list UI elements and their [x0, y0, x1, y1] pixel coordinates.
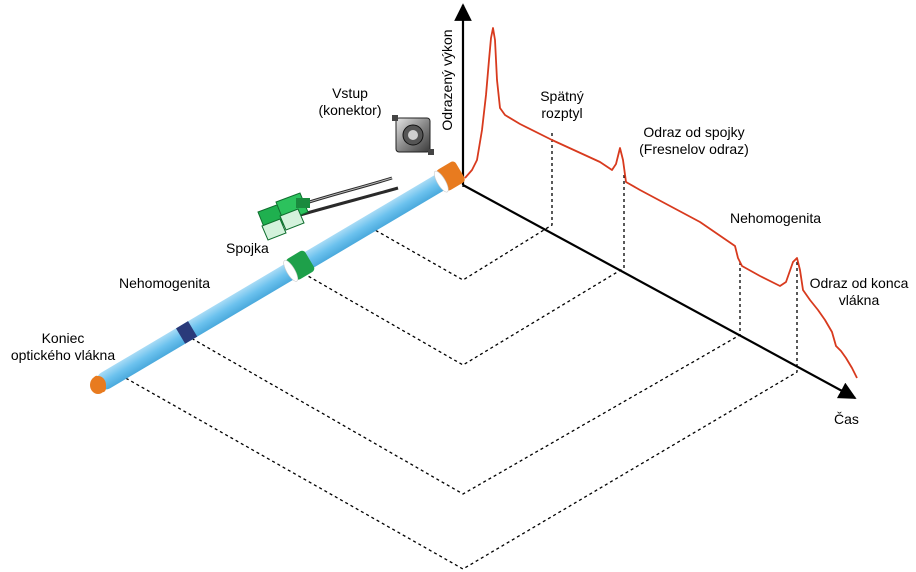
projection-lines	[121, 133, 798, 570]
splice-reflection-line2: (Fresnelov odraz)	[639, 141, 749, 157]
x-axis-label: Čas	[834, 411, 859, 427]
end-reflection-line2: vlákna	[838, 292, 880, 308]
x-axis	[462, 184, 857, 399]
otdr-trace	[464, 27, 858, 379]
fiber-inhomogeneity-band	[176, 321, 198, 344]
fiber-end-label: Koniec optického vlákna	[0, 330, 126, 364]
input-connector-label: Vstup (konektor)	[300, 85, 400, 119]
projection-backscatter	[374, 133, 553, 281]
fiber-end-line1: Koniec	[41, 330, 85, 346]
splice-reflection-label: Odraz od spojky (Fresnelov odraz)	[624, 124, 764, 158]
fiber-end-tip	[90, 376, 106, 394]
projection-inhomogeneity	[183, 262, 741, 495]
splice-reflection-line1: Odraz od spojky	[643, 124, 745, 140]
backscatter-line2: rozptyl	[541, 105, 583, 121]
backscatter-label: Spätný rozptyl	[522, 88, 602, 122]
inhomogeneity-trace-label: Nehomogenita	[730, 210, 822, 226]
input-label-line1: Vstup	[332, 85, 368, 101]
input-connector-icon	[392, 115, 434, 155]
end-reflection-label: Odraz od konca vlákna	[803, 275, 915, 309]
end-reflection-line1: Odraz od konca	[809, 275, 909, 291]
y-axis-label: Odrazený výkon	[439, 29, 455, 131]
splice-connector-icon	[257, 192, 310, 241]
backscatter-line1: Spätný	[540, 88, 584, 104]
inhomogeneity-fiber-label: Nehomogenita	[119, 275, 211, 291]
projection-end	[121, 262, 798, 570]
input-label-line2: (konektor)	[318, 102, 382, 118]
splice-label: Spojka	[226, 240, 269, 256]
fiber-end-line2: optického vlákna	[10, 347, 116, 363]
projection-splice	[293, 175, 625, 366]
